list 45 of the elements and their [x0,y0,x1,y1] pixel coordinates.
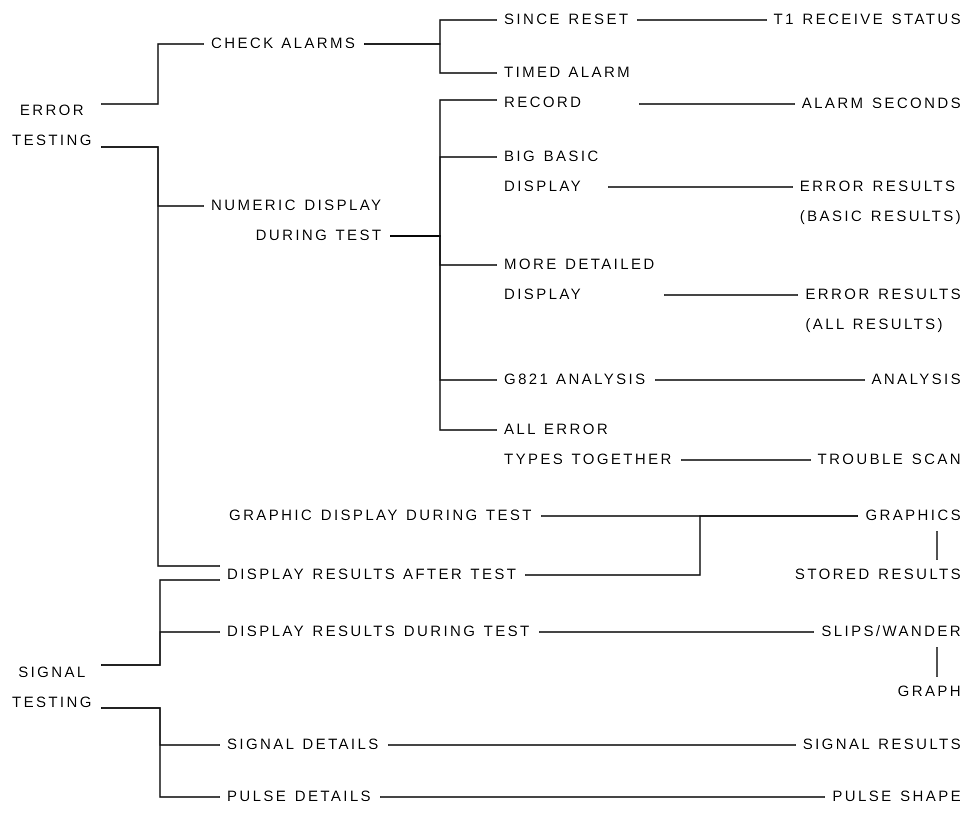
connector-line [525,515,858,576]
menu-item-label: SLIPS/WANDER [814,617,970,647]
menu-item-label: TROUBLE SCAN [810,445,970,475]
connector-line [655,379,865,381]
connector-line [101,43,204,105]
connector-line [637,19,767,21]
menu-item-label: BIG BASIC DISPLAY [497,142,608,202]
menu-item-label: NUMERIC DISPLAY DURING TEST [204,191,390,251]
menu-item-label: ANALYSIS [864,365,970,395]
connector-line [101,146,220,567]
menu-item-label: SIGNAL TESTING [5,658,101,718]
menu-item-label: STORED RESULTS [788,560,970,590]
menu-item-label: ALL ERROR TYPES TOGETHER [497,415,681,475]
menu-item-label: ERROR RESULTS (BASIC RESULTS) [792,172,970,232]
menu-item-label: ERROR TESTING [5,96,101,156]
connector-line [380,796,825,798]
menu-item-label: SIGNAL RESULTS [796,730,970,760]
menu-item-label: ALARM SECONDS [794,89,970,119]
menu-item-label: TIMED ALARM RECORD [497,58,640,118]
connector-line [681,459,811,461]
menu-item-label: SIGNAL DETAILS [220,730,388,760]
menu-item-label: GRAPH [890,677,970,707]
menu-item-label: GRAPHICS [858,501,970,531]
connector-line [664,294,798,296]
menu-item-label: GRAPHIC DISPLAY DURING TEST [222,501,541,531]
connector-line [936,531,938,560]
connector-line [539,631,814,633]
menu-item-label: SINCE RESET [497,5,638,35]
menu-item-label: ERROR RESULTS (ALL RESULTS) [798,280,970,340]
menu-item-label: PULSE DETAILS [220,782,380,812]
menu-item-label: MORE DETAILED DISPLAY [497,250,664,310]
connector-line [936,647,938,677]
connector-line [390,235,497,431]
connector-line [101,707,220,798]
menu-item-label: T1 RECEIVE STATUS [766,5,970,35]
connector-line [364,43,497,74]
connector-line [608,186,793,188]
connector-line [639,103,795,105]
menu-item-label: DISPLAY RESULTS AFTER TEST [220,560,526,590]
connector-line [388,744,796,746]
menu-item-label: DISPLAY RESULTS DURING TEST [220,617,539,647]
connector-line [101,631,220,666]
menu-item-label: G821 ANALYSIS [497,365,654,395]
menu-item-label: PULSE SHAPE [825,782,970,812]
menu-item-label: CHECK ALARMS [204,29,364,59]
